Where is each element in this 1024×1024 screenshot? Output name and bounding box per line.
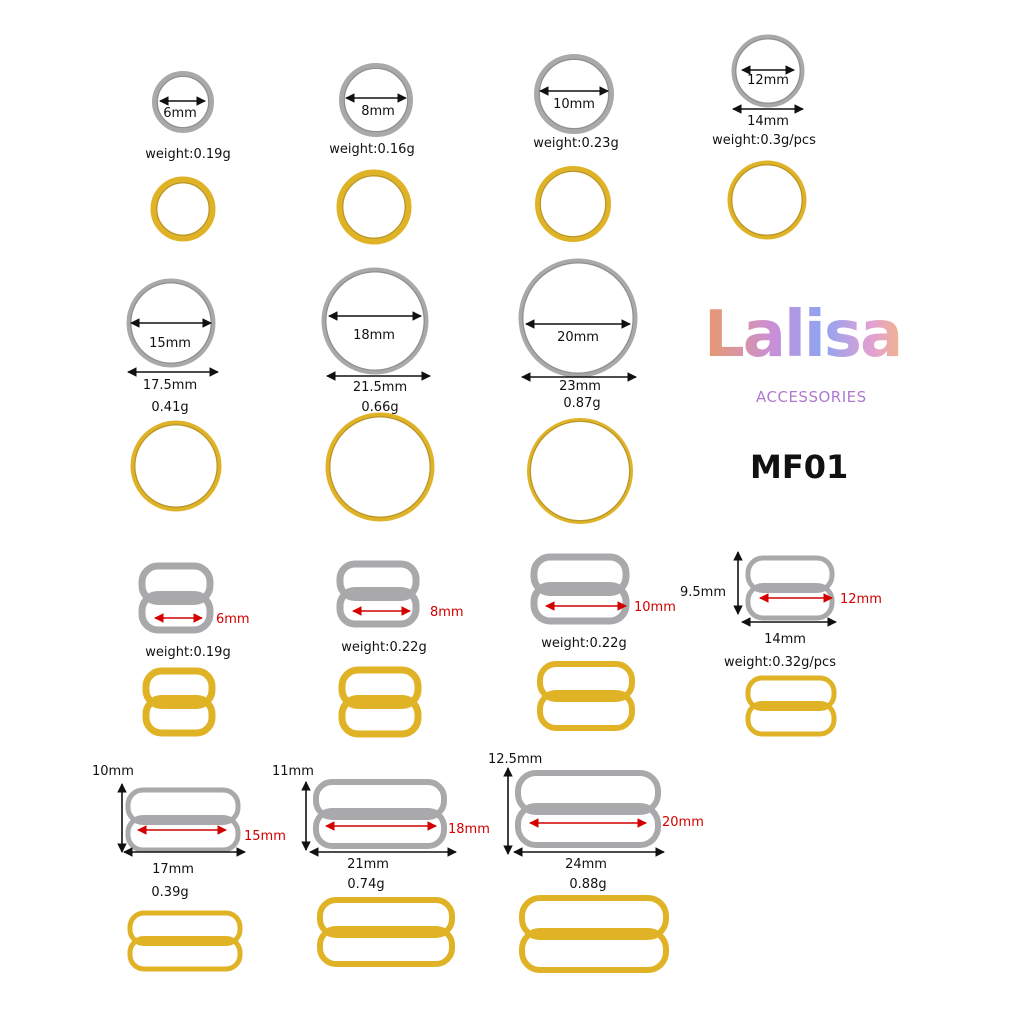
product-code: MF01 [750,448,849,486]
gold-ring-lg-2 [527,418,633,524]
slider-10mm-gold-bottom-loop [537,690,635,731]
slider-18mm-inner-label: 18mm [448,822,490,837]
ring-8mm-inner-label: 8mm [361,104,395,119]
ring-10mm-inner-label: 10mm [553,97,595,112]
slider-18mm-width-label: 21mm [347,857,389,872]
slider-18mm-gold-top-loop [317,897,455,938]
ring-18mm-inner-label: 18mm [353,328,395,343]
ring-20mm-weight: 0.87g [563,396,601,411]
silver-ring-3 [731,34,805,108]
silver-ring-2-shade [538,58,610,130]
silver-ring-1-shade [343,67,409,133]
slider-6mm-silver-bottom-loop [138,591,214,634]
slider-8mm-gold-top-loop [338,666,422,709]
gold-ring-lg-2-shade [529,420,631,522]
slider-20mm-gold-top-loop [519,895,669,940]
silver-ring-2 [534,54,614,134]
slider-18mm-silver-bottom-loop [313,808,447,849]
slider-12mm-gold-top-loop [745,675,837,711]
gold-ring-3-shade [731,164,803,236]
slider-20mm-inner-label: 20mm [662,815,704,830]
slider-8mm-weight: weight:0.22g [341,640,427,655]
slider-18mm-weight: 0.74g [347,877,385,892]
slider-20mm-silver-top-loop [515,770,661,815]
ring-10mm-weight: weight:0.23g [533,136,619,151]
slider-15mm-gold-top-loop [127,910,243,946]
slider-10mm-silver-top-loop [530,553,630,596]
slider-8mm-silver-bottom-loop [336,587,420,628]
gold-ring-3 [727,160,807,240]
gold-ring-0 [150,176,216,242]
ring-12mm-outer-label: 14mm [747,114,789,129]
gold-ring-lg-0-shade [134,424,218,508]
silver-ring-0 [152,71,214,133]
slider-12mm-silver-top-loop [745,555,835,593]
slider-15mm-gold-bottom-loop [127,936,243,972]
gold-ring-lg-1-shade [329,416,431,518]
ring-18mm-weight: 0.66g [361,400,399,415]
slider-6mm-gold-bottom-loop [142,695,216,737]
slider-10mm-gold-top-loop [537,661,635,702]
slider-12mm-width-label: 14mm [764,632,806,647]
slider-6mm-weight: weight:0.19g [145,645,231,660]
slider-18mm-gold-bottom-loop [317,926,455,967]
gold-ring-0-shade [156,182,210,236]
slider-12mm-height-label: 9.5mm [680,585,727,600]
brand-logo-word: Lalisa [704,298,903,372]
slider-18mm-silver-top-loop [313,779,447,820]
slider-12mm-weight: weight:0.32g/pcs [724,655,836,670]
silver-ring-lg-2 [518,258,638,378]
silver-ring-lg-1-shade [325,271,425,371]
gold-ring-lg-1 [325,412,435,522]
slider-8mm-inner-label: 8mm [430,605,464,620]
slider-20mm-width-label: 24mm [565,857,607,872]
slider-12mm-gold-bottom-loop [745,701,837,737]
silver-ring-lg-1 [321,267,429,375]
ring-20mm-inner-label: 20mm [557,330,599,345]
slider-20mm-height-label: 12.5mm [488,752,543,767]
slider-6mm-inner-label: 6mm [216,612,250,627]
slider-10mm-weight: weight:0.22g [541,636,627,651]
slider-15mm-inner-label: 15mm [244,829,286,844]
slider-8mm-silver-top-loop [336,560,420,601]
silver-ring-1 [339,63,413,137]
ring-15mm-outer-label: 17.5mm [142,378,198,393]
ring-12mm-inner-label: 12mm [747,73,789,88]
ring-15mm-weight: 0.41g [151,400,189,415]
slider-15mm-height-label: 10mm [92,764,134,779]
slider-20mm-gold-bottom-loop [519,928,669,973]
slider-15mm-weight: 0.39g [151,885,189,900]
slider-15mm-width-label: 17mm [152,862,194,877]
slider-20mm-silver-bottom-loop [515,803,661,848]
ring-6mm-weight: weight:0.19g [145,147,231,162]
ring-8mm-weight: weight:0.16g [329,142,415,157]
slider-8mm-gold-bottom-loop [338,695,422,738]
gold-ring-1-shade [342,175,406,239]
gold-ring-lg-0 [130,420,222,512]
ring-20mm-outer-label: 23mm [559,379,601,394]
slider-6mm-gold-top-loop [142,667,216,709]
ring-6mm-inner-label: 6mm [163,106,197,121]
silver-ring-lg-0 [126,278,216,368]
ring-12mm-weight: weight:0.3g/pcs [712,133,816,148]
ring-18mm-outer-label: 21.5mm [352,380,408,395]
slider-15mm-silver-top-loop [125,787,241,825]
slider-6mm-silver-top-loop [138,562,214,605]
silver-ring-0-shade [156,75,210,129]
ring-15mm-inner-label: 15mm [149,336,191,351]
brand-tagline: ACCESSORIES [756,388,867,406]
gold-ring-2-shade [539,170,607,238]
gold-ring-2 [535,166,611,242]
slider-20mm-weight: 0.88g [569,877,607,892]
slider-18mm-height-label: 11mm [272,764,314,779]
silver-ring-3-shade [735,38,801,104]
slider-12mm-inner-label: 12mm [840,592,882,607]
slider-10mm-inner-label: 10mm [634,600,676,615]
gold-ring-1 [336,169,412,245]
